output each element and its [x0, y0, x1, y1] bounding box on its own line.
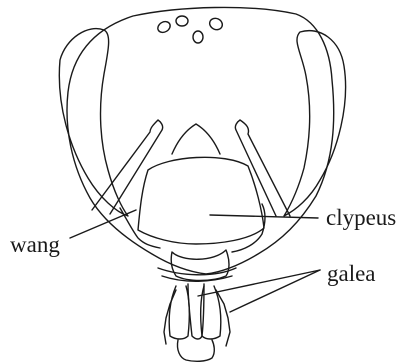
left-galea [169, 286, 189, 339]
right-mandible-base [232, 204, 265, 252]
wang-label: wang [10, 233, 60, 256]
prementum [171, 250, 229, 281]
galea-label: galea [327, 262, 376, 285]
left-compound-eye [59, 29, 128, 216]
labrum [172, 124, 220, 154]
galea-leader-line-right [230, 270, 320, 312]
right-antenna [235, 120, 290, 216]
proboscis-tip [177, 340, 214, 361]
right-ocellus [208, 16, 224, 31]
clypeus-plate [138, 157, 264, 244]
left-ocellus [156, 19, 172, 34]
middle-ocellus [176, 16, 188, 26]
clypeus-label: clypeus [326, 206, 396, 229]
wang-leader-line [70, 210, 136, 238]
right-compound-eye [284, 31, 346, 216]
head-capsule-outline [67, 7, 334, 274]
center-ocellus [193, 31, 203, 43]
